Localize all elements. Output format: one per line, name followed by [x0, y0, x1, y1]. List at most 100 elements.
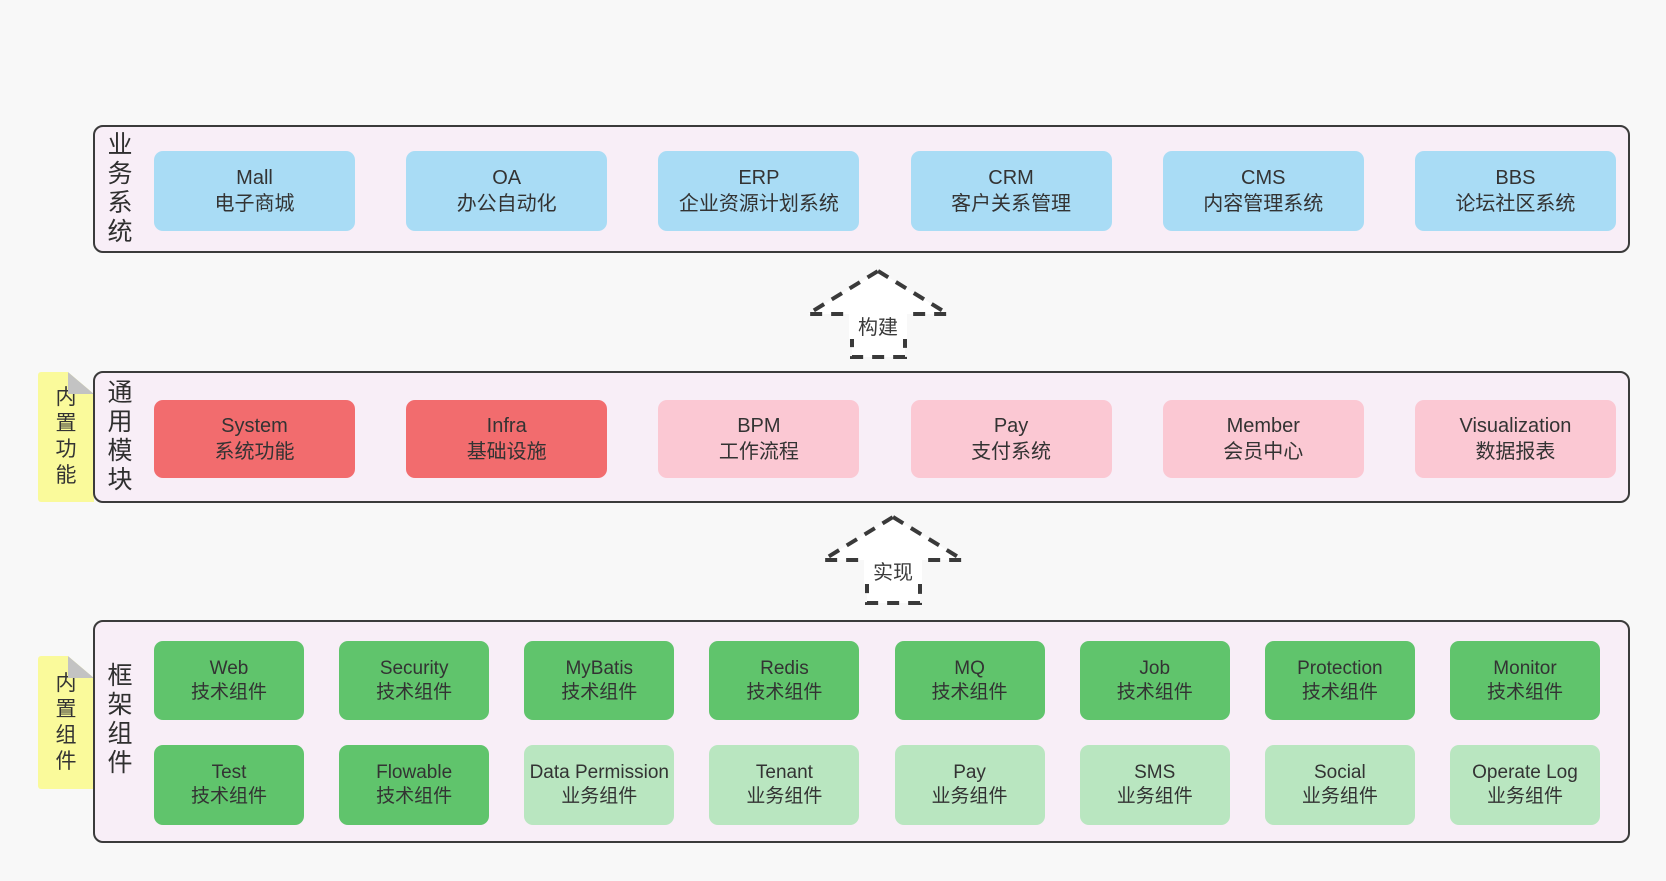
box-erp: ERP 企业资源计划系统	[658, 151, 860, 231]
box-name: Infra	[486, 415, 527, 437]
box-desc: 支付系统	[971, 441, 1052, 463]
box-desc: 电子商城	[214, 193, 295, 215]
builtin-components-label: 内置组件	[55, 671, 77, 773]
box-desc: 基础设施	[466, 441, 547, 463]
box-name: Job	[1139, 657, 1171, 679]
box-oa: OA 办公自动化	[406, 151, 608, 231]
box-name: CRM	[988, 167, 1034, 189]
box-name: ERP	[738, 167, 780, 189]
box-web: Web 技术组件	[154, 641, 304, 720]
box-member: Member 会员中心	[1162, 400, 1364, 478]
framework-box-row-2: Test 技术组件 Flowable 技术组件 Data Permission …	[154, 745, 1600, 825]
box-desc: 业务组件	[1486, 786, 1563, 807]
box-desc: 系统功能	[214, 441, 295, 463]
box-bpm: BPM 工作流程	[658, 400, 860, 478]
builtin-features-sticky: 内置功能	[38, 372, 94, 502]
box-desc: 技术组件	[1116, 681, 1193, 703]
framework-components-panel: 框架组件 Web 技术组件 Security 技术组件 MyBatis 技术组件…	[93, 620, 1630, 843]
box-desc: 业务组件	[1116, 786, 1193, 807]
box-redis: Redis 技术组件	[709, 641, 860, 720]
box-name: Monitor	[1493, 657, 1557, 679]
box-name: Pay	[953, 762, 986, 783]
box-monitor: Monitor 技术组件	[1449, 641, 1600, 720]
builtin-features-label: 内置功能	[55, 386, 77, 487]
box-name: CMS	[1241, 167, 1286, 189]
box-mall: Mall 电子商城	[154, 151, 355, 231]
box-desc: 技术组件	[190, 786, 267, 807]
box-name: Mall	[236, 167, 273, 189]
box-flowable: Flowable 技术组件	[339, 745, 490, 825]
modules-box-row: System 系统功能 Infra 基础设施 BPM 工作流程 Pay 支付系统…	[154, 400, 1616, 478]
box-desc: 技术组件	[1486, 681, 1563, 703]
box-mybatis: MyBatis 技术组件	[524, 641, 675, 720]
box-name: Protection	[1297, 657, 1383, 679]
box-operate-log: Operate Log 业务组件	[1449, 745, 1600, 825]
box-desc: 技术组件	[746, 681, 823, 703]
box-desc: 工作流程	[718, 441, 799, 463]
box-name: Web	[209, 657, 249, 679]
box-desc: 客户关系管理	[951, 193, 1072, 215]
box-name: BBS	[1495, 167, 1536, 189]
box-crm: CRM 客户关系管理	[910, 151, 1112, 231]
box-system: System 系统功能	[154, 400, 355, 478]
modules-panel-title: 通用模块	[107, 379, 133, 494]
box-desc: 技术组件	[1301, 681, 1378, 703]
box-desc: 论坛社区系统	[1455, 193, 1576, 215]
build-arrow-label: 构建	[849, 311, 907, 339]
box-sms: SMS 业务组件	[1079, 745, 1230, 825]
builtin-components-sticky: 内置组件	[38, 656, 94, 789]
box-desc: 技术组件	[376, 681, 453, 703]
framework-box-row-1: Web 技术组件 Security 技术组件 MyBatis 技术组件 Redi…	[154, 641, 1600, 720]
box-name: Operate Log	[1472, 762, 1578, 783]
box-desc: 企业资源计划系统	[678, 193, 839, 215]
box-desc: 办公自动化	[456, 193, 557, 215]
box-name: Pay	[993, 415, 1029, 437]
box-name: OA	[492, 167, 522, 189]
box-desc: 数据报表	[1475, 441, 1556, 463]
box-data-permission: Data Permission 业务组件	[524, 745, 675, 825]
box-name: Security	[379, 657, 449, 679]
box-desc: 业务组件	[931, 786, 1008, 807]
business-box-row: Mall 电子商城 OA 办公自动化 ERP 企业资源计划系统 CRM 客户关系…	[154, 151, 1616, 231]
sticky-fold-icon	[68, 656, 94, 678]
box-desc: 技术组件	[561, 681, 638, 703]
box-protection: Protection 技术组件	[1264, 641, 1415, 720]
box-mq: MQ 技术组件	[894, 641, 1045, 720]
box-social: Social 业务组件	[1264, 745, 1415, 825]
box-test: Test 技术组件	[154, 745, 304, 825]
box-desc: 技术组件	[376, 786, 453, 807]
box-desc: 内容管理系统	[1203, 193, 1324, 215]
box-name: Member	[1226, 415, 1300, 437]
business-systems-panel: 业务系统 Mall 电子商城 OA 办公自动化 ERP 企业资源计划系统 CRM…	[93, 125, 1630, 253]
common-modules-panel: 通用模块 System 系统功能 Infra 基础设施 BPM 工作流程 Pay…	[93, 371, 1630, 503]
box-security: Security 技术组件	[339, 641, 490, 720]
box-desc: 技术组件	[190, 681, 267, 703]
implement-arrow-label: 实现	[864, 556, 922, 584]
box-infra: Infra 基础设施	[406, 400, 608, 478]
box-name: SMS	[1134, 762, 1176, 783]
box-name: Tenant	[755, 762, 813, 783]
box-name: Test	[211, 762, 247, 783]
box-cms: CMS 内容管理系统	[1162, 151, 1364, 231]
box-job: Job 技术组件	[1079, 641, 1230, 720]
box-visualization: Visualization 数据报表	[1414, 400, 1616, 478]
box-name: Social	[1313, 762, 1366, 783]
box-name: Redis	[760, 657, 809, 679]
box-name: Flowable	[376, 762, 453, 783]
business-panel-title: 业务系统	[107, 131, 133, 246]
box-desc: 技术组件	[931, 681, 1008, 703]
box-name: System	[221, 415, 288, 437]
box-tenant: Tenant 业务组件	[709, 745, 860, 825]
box-pay-biz: Pay 业务组件	[894, 745, 1045, 825]
box-desc: 业务组件	[746, 786, 823, 807]
box-pay: Pay 支付系统	[910, 400, 1112, 478]
box-name: Visualization	[1459, 415, 1572, 437]
sticky-fold-icon	[68, 372, 94, 394]
box-bbs: BBS 论坛社区系统	[1414, 151, 1616, 231]
box-desc: 业务组件	[1301, 786, 1378, 807]
box-name: Data Permission	[529, 762, 669, 783]
box-name: MQ	[954, 657, 985, 679]
box-desc: 会员中心	[1223, 441, 1304, 463]
box-desc: 业务组件	[561, 786, 638, 807]
